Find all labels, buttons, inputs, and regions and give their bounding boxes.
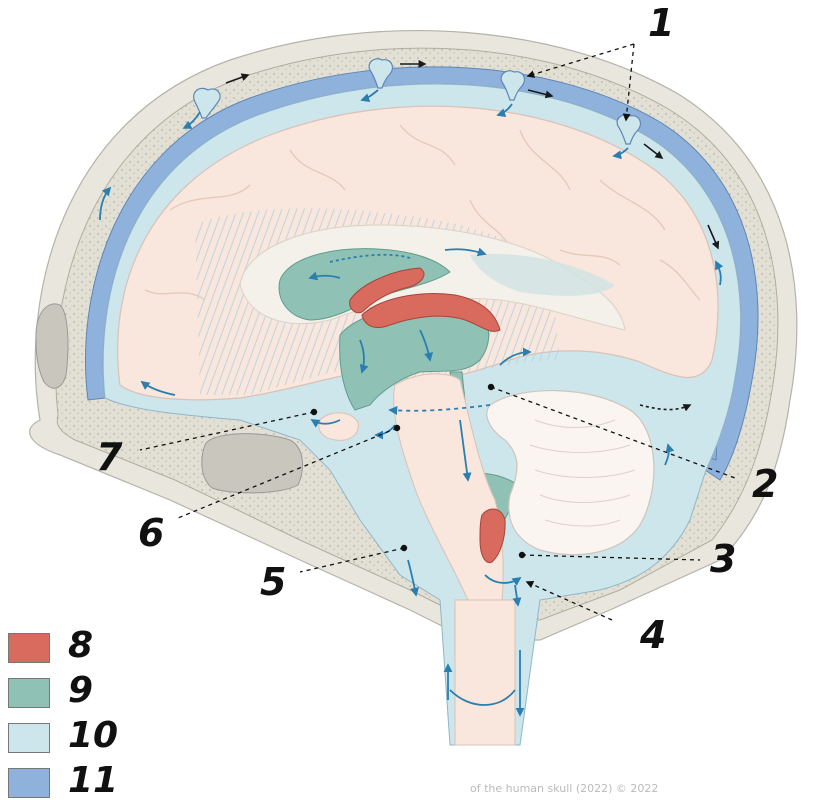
- mushroom-villus-icon: [193, 87, 221, 119]
- csf-flow-arrows: [99, 89, 724, 717]
- legend-item-9: 9: [8, 670, 148, 711]
- legend-label: 8: [68, 625, 94, 666]
- legend-swatch-venous-sinus: [8, 768, 50, 798]
- label-2: 2: [752, 462, 778, 506]
- sphenoid-sinus: [201, 433, 303, 494]
- lateral-ventricle: [278, 248, 451, 321]
- lateral-ventricle-shadow: [470, 253, 615, 296]
- label-5: 5: [260, 560, 286, 604]
- image-credit: of the human skull (2022) © 2022: [470, 782, 659, 795]
- legend-label: 9: [68, 670, 94, 711]
- legend-item-11: 11: [8, 760, 148, 800]
- legend-label: 11: [68, 760, 119, 800]
- legend-item-8: 8: [8, 625, 148, 666]
- cerebellum-folia: [529, 419, 636, 527]
- label-6: 6: [138, 511, 164, 555]
- legend-label: 10: [68, 715, 119, 756]
- mushroom-villus-icon: [500, 70, 526, 101]
- mushroom-villus-icon: [368, 58, 394, 89]
- frontal-sinus: [35, 303, 69, 389]
- pituitary: [318, 412, 359, 441]
- choroid-plexus-lateral: [349, 267, 425, 314]
- legend-swatch-choroid-plexus: [8, 633, 50, 663]
- choroid-plexus-fourth: [479, 508, 506, 564]
- label-1: 1: [648, 1, 674, 45]
- spinal-cord: [454, 599, 516, 746]
- leader-lines: [139, 43, 736, 621]
- venous-flow-arrows: [225, 60, 720, 412]
- arachnoid-granulations: [193, 58, 642, 145]
- label-7: 7: [96, 435, 123, 479]
- label-3: 3: [710, 537, 736, 581]
- legend-item-10: 10: [8, 715, 148, 756]
- choroid-plexus-third: [361, 293, 501, 332]
- label-4: 4: [639, 613, 666, 657]
- legend-swatch-subarachnoid: [8, 723, 50, 753]
- legend-swatch-ventricles: [8, 678, 50, 708]
